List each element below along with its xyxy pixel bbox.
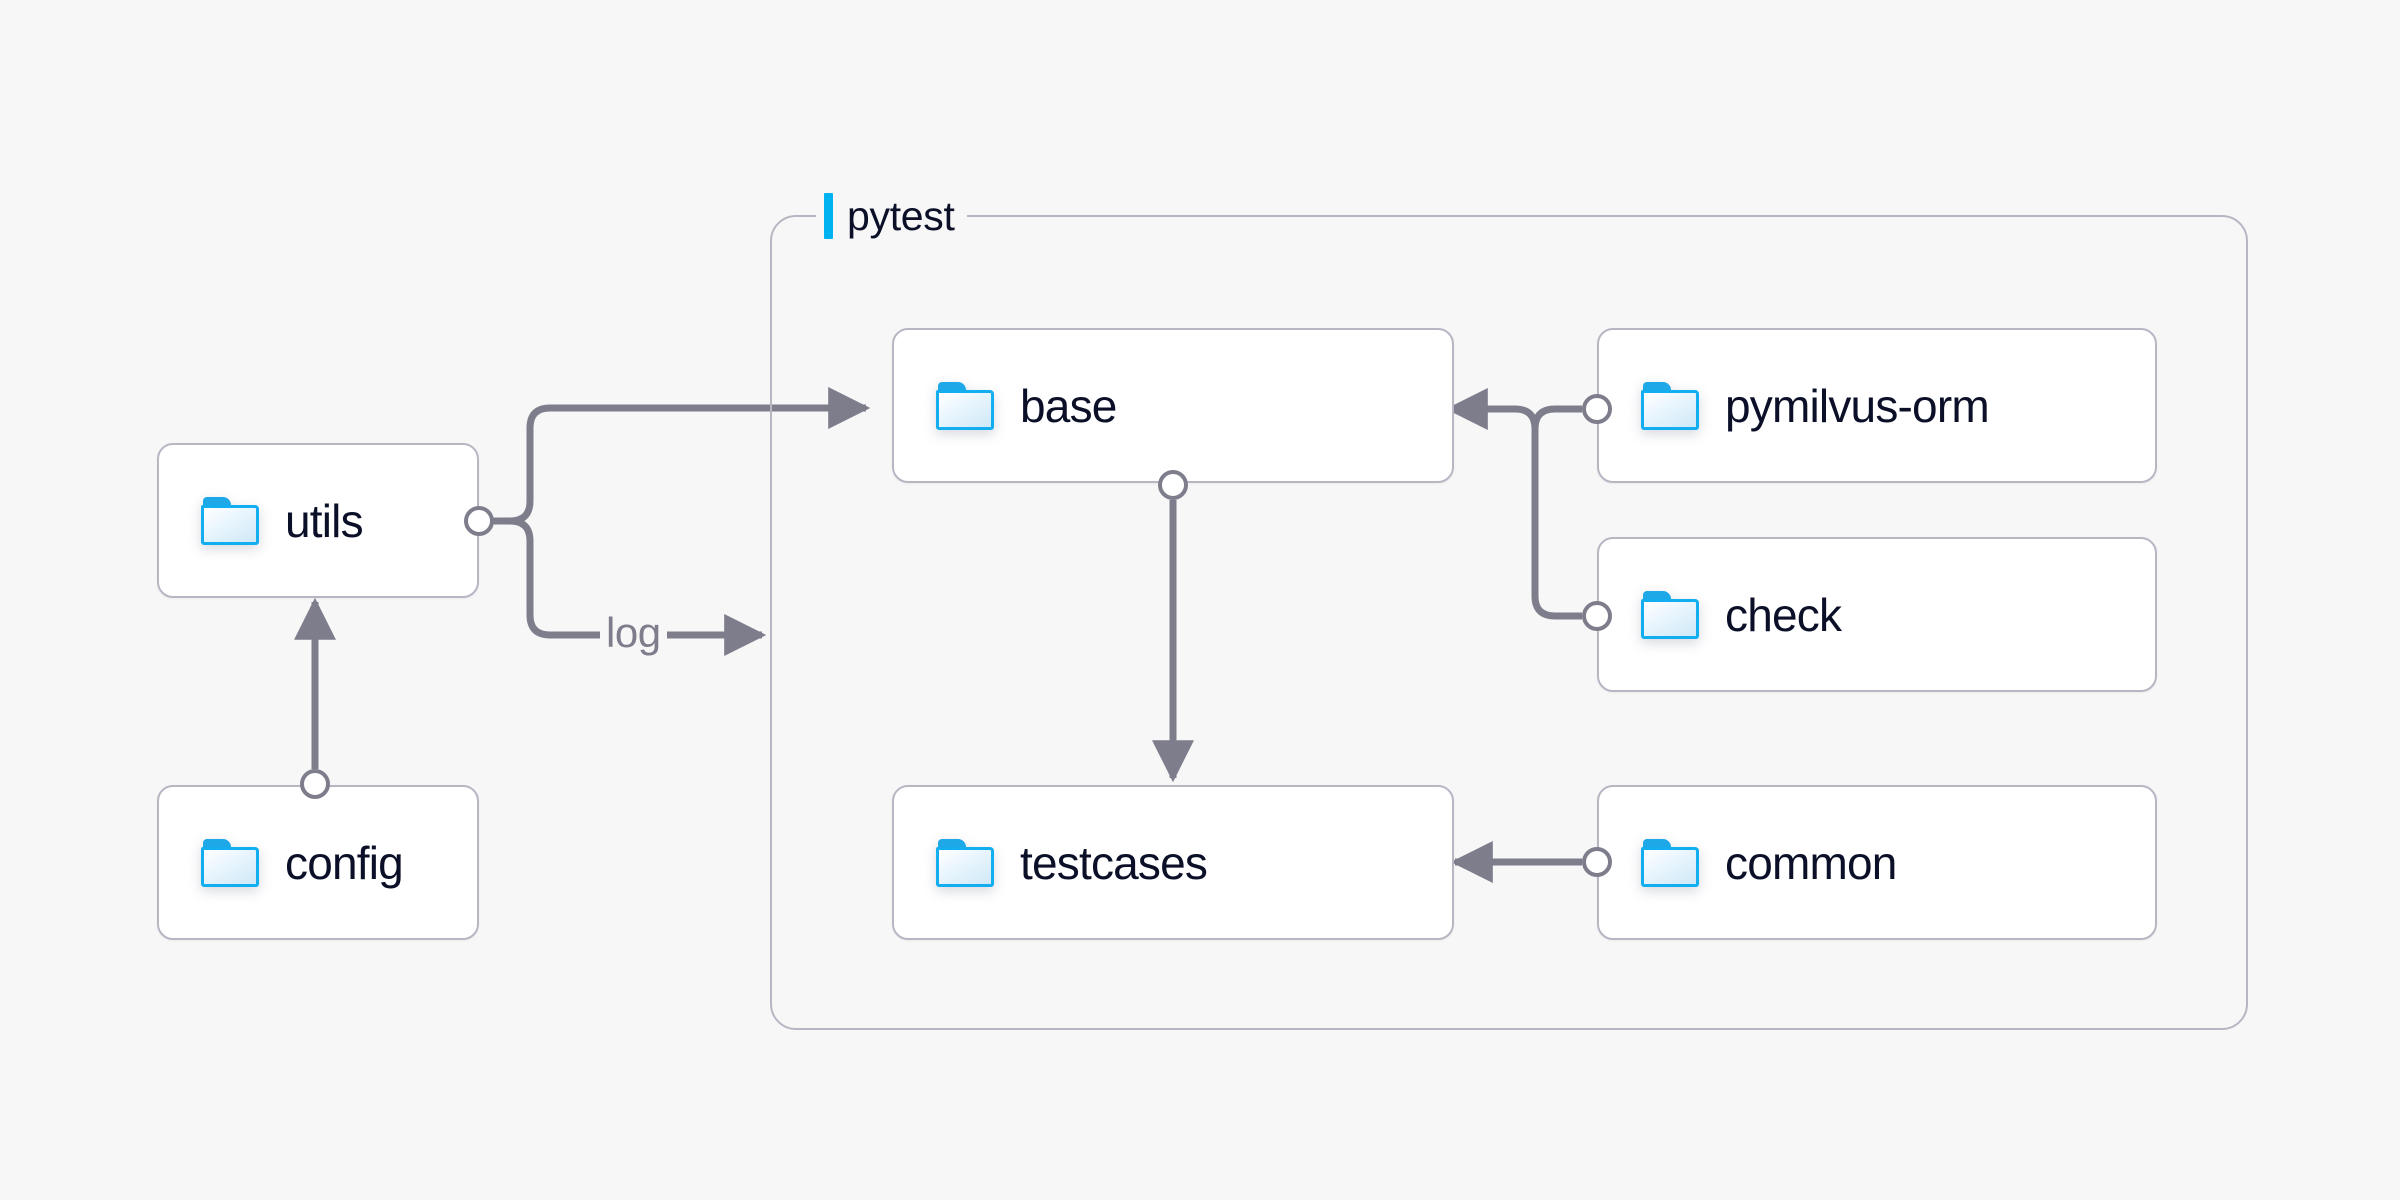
group-pytest-title: pytest <box>847 192 955 239</box>
node-check-content: check <box>1599 588 1842 641</box>
accent-bar-icon <box>824 193 833 239</box>
node-common-label: common <box>1725 836 1897 889</box>
node-base-content: base <box>894 379 1117 432</box>
node-pymilvus-orm-content: pymilvus-orm <box>1599 379 1990 432</box>
node-pymilvus-orm[interactable]: pymilvus-orm <box>1597 328 2157 483</box>
node-check[interactable]: check <box>1597 537 2157 692</box>
node-utils-content: utils <box>159 494 364 547</box>
folder-icon <box>1641 381 1699 430</box>
node-common-content: common <box>1599 836 1897 889</box>
node-utils[interactable]: utils <box>157 443 479 598</box>
node-testcases[interactable]: testcases <box>892 785 1454 940</box>
node-config-content: config <box>159 836 404 889</box>
handle-common-left[interactable] <box>1582 847 1612 877</box>
folder-icon <box>201 838 259 887</box>
edge-label-log: log <box>600 612 667 654</box>
node-common[interactable]: common <box>1597 785 2157 940</box>
node-base-label: base <box>1020 379 1117 432</box>
group-pytest[interactable] <box>770 215 2248 1030</box>
node-base[interactable]: base <box>892 328 1454 483</box>
node-check-label: check <box>1725 588 1842 641</box>
handle-config-top[interactable] <box>300 769 330 799</box>
handle-utils-right[interactable] <box>464 506 494 536</box>
folder-icon <box>1641 838 1699 887</box>
group-pytest-label: pytest <box>816 189 967 243</box>
node-pymilvus-orm-label: pymilvus-orm <box>1725 379 1990 432</box>
folder-icon <box>936 381 994 430</box>
folder-icon <box>936 838 994 887</box>
node-utils-label: utils <box>285 494 364 547</box>
node-testcases-content: testcases <box>894 836 1208 889</box>
node-config[interactable]: config <box>157 785 479 940</box>
handle-pymilvus-orm-left[interactable] <box>1582 394 1612 424</box>
handle-check-left[interactable] <box>1582 601 1612 631</box>
node-config-label: config <box>285 836 404 889</box>
folder-icon <box>201 496 259 545</box>
handle-base-bottom[interactable] <box>1158 470 1188 500</box>
folder-icon <box>1641 590 1699 639</box>
node-testcases-label: testcases <box>1020 836 1208 889</box>
